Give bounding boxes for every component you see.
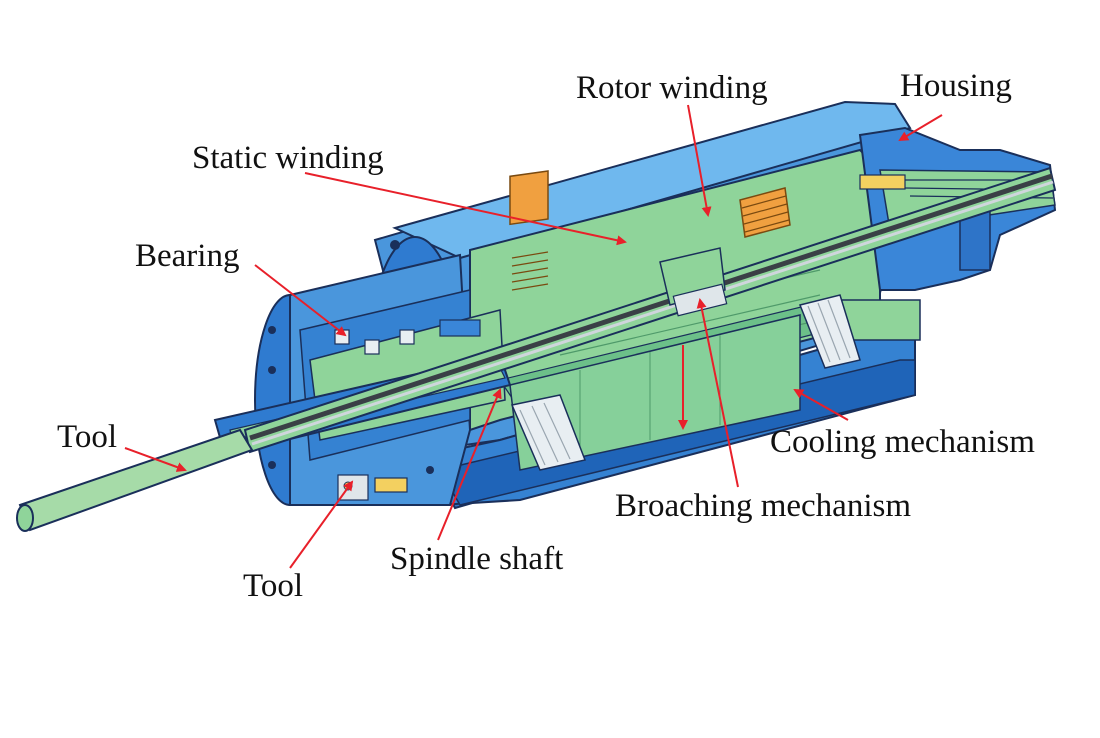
spindle-shaft [243,166,1057,454]
label-cooling-mechanism: Cooling mechanism [770,424,1035,460]
arrow-tool-bottom [289,480,354,569]
arrow-static-winding [304,172,627,246]
label-bearing: Bearing [135,238,240,274]
static-winding-coil [509,170,549,291]
arrow-bearing [254,264,347,337]
cooling-fans [510,294,861,471]
tool-bit [16,428,254,532]
arrow-spindle-shaft [437,388,502,541]
arrow-tool-left [124,447,187,472]
label-housing: Housing [900,68,1012,104]
label-spindle-shaft: Spindle shaft [390,541,564,577]
leader-arrows [124,104,943,569]
label-rotor-winding: Rotor winding [576,70,768,106]
label-broaching-mechanism: Broaching mechanism [615,488,912,524]
arrow-broaching-a [696,298,739,488]
label-tool-bottom: Tool [243,568,304,604]
label-static-winding: Static winding [192,140,384,176]
arrow-housing [898,114,943,142]
arrow-cooling [793,389,849,421]
label-tool-left: Tool [57,419,118,455]
rotor-winding-coil [739,187,791,238]
arrow-rotor-winding [687,104,712,217]
coils [509,170,791,291]
